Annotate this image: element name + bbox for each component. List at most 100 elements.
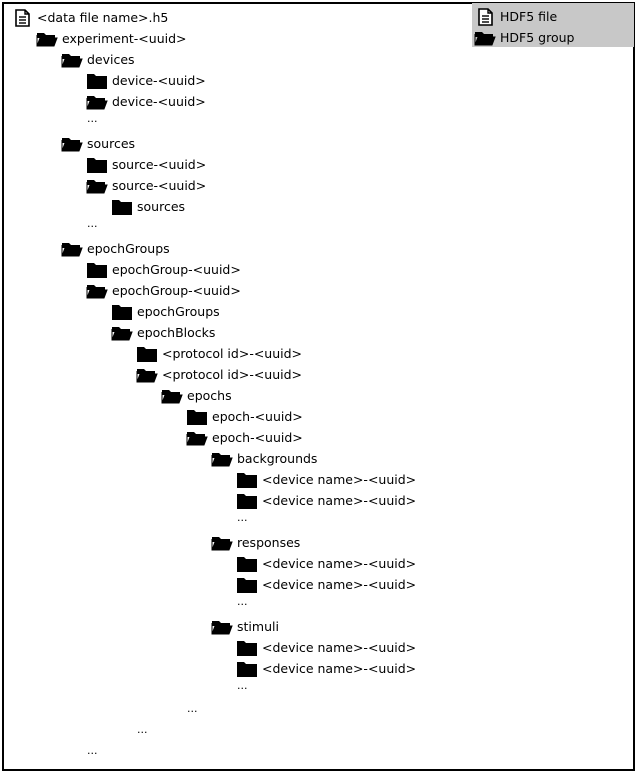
tree-node-label: epochs	[187, 388, 232, 403]
tree-node-label: epochBlocks	[137, 325, 216, 340]
folder-open-icon	[86, 282, 108, 300]
tree-node-group[interactable]: epochs	[161, 386, 232, 406]
folder-open-icon	[36, 30, 58, 48]
legend-group-label: HDF5 group	[500, 30, 575, 45]
tree-node-label: <protocol id>-<uuid>	[162, 367, 303, 382]
tree-node-label: experiment-<uuid>	[62, 31, 187, 46]
tree-node-group[interactable]: source-<uuid>	[86, 155, 206, 175]
legend-file-label: HDF5 file	[500, 9, 558, 24]
tree-node-group[interactable]: epoch-<uuid>	[186, 407, 303, 427]
folder-open-icon	[111, 324, 133, 342]
tree-node-group[interactable]: epochGroups	[61, 239, 170, 259]
folder-open-icon	[61, 240, 83, 258]
tree-node-group[interactable]: sources	[61, 134, 135, 154]
tree-node-label: epoch-<uuid>	[212, 430, 303, 445]
ellipsis-more: ...	[87, 744, 98, 757]
tree-node-label: device-<uuid>	[112, 73, 206, 88]
tree-node-label: responses	[237, 535, 301, 550]
folder-closed-icon	[136, 345, 158, 363]
tree-node-label: <device name>-<uuid>	[262, 556, 417, 571]
tree-node-group[interactable]: <device name>-<uuid>	[236, 470, 416, 490]
folder-open-icon	[86, 177, 108, 195]
tree-node-label: epoch-<uuid>	[212, 409, 303, 424]
folder-open-icon	[211, 618, 233, 636]
tree-node-group[interactable]: epochBlocks	[111, 323, 215, 343]
ellipsis-more: ...	[187, 702, 198, 715]
tree-node-label: source-<uuid>	[112, 178, 207, 193]
tree-node-label: <data file name>.h5	[37, 10, 169, 25]
folder-closed-icon	[236, 555, 258, 573]
tree-node-group[interactable]: backgrounds	[211, 449, 317, 469]
tree-node-group[interactable]: <protocol id>-<uuid>	[136, 365, 302, 385]
folder-closed-icon	[186, 408, 208, 426]
tree-node-group[interactable]: epoch-<uuid>	[186, 428, 303, 448]
tree-node-group[interactable]: stimuli	[211, 617, 279, 637]
folder-open-icon	[211, 450, 233, 468]
folder-open-icon	[86, 93, 108, 111]
folder-closed-icon	[86, 156, 108, 174]
ellipsis-more: ...	[237, 511, 248, 524]
tree-node-group[interactable]: sources	[111, 197, 185, 217]
legend-item-group: HDF5 group	[474, 28, 574, 48]
folder-closed-icon	[236, 471, 258, 489]
tree-node-group[interactable]: device-<uuid>	[86, 92, 206, 112]
folder-open-icon	[61, 135, 83, 153]
tree-node-group[interactable]: <device name>-<uuid>	[236, 638, 416, 658]
folder-closed-icon	[86, 72, 108, 90]
folder-open-icon	[474, 29, 496, 47]
folder-open-icon	[211, 534, 233, 552]
tree-node-label: epochGroup-<uuid>	[112, 283, 241, 298]
tree-node-label: <protocol id>-<uuid>	[162, 346, 303, 361]
tree-node-label: backgrounds	[237, 451, 318, 466]
tree-node-group[interactable]: epochGroup-<uuid>	[86, 281, 241, 301]
tree-node-file[interactable]: <data file name>.h5	[11, 8, 168, 28]
tree-node-group[interactable]: experiment-<uuid>	[36, 29, 187, 49]
folder-closed-icon	[236, 660, 258, 678]
folder-closed-icon	[86, 261, 108, 279]
folder-closed-icon	[111, 303, 133, 321]
folder-closed-icon	[236, 492, 258, 510]
tree-node-label: sources	[87, 136, 136, 151]
folder-closed-icon	[236, 639, 258, 657]
tree-node-label: device-<uuid>	[112, 94, 206, 109]
file-icon	[11, 9, 33, 27]
tree-node-group[interactable]: epochGroup-<uuid>	[86, 260, 241, 280]
tree-node-label: <device name>-<uuid>	[262, 472, 417, 487]
tree-node-group[interactable]: devices	[61, 50, 135, 70]
legend: HDF5 file HDF5 group	[472, 3, 634, 47]
tree-node-group[interactable]: <device name>-<uuid>	[236, 491, 416, 511]
tree-node-group[interactable]: <protocol id>-<uuid>	[136, 344, 302, 364]
ellipsis-more: ...	[237, 679, 248, 692]
tree-node-label: <device name>-<uuid>	[262, 577, 417, 592]
tree-node-label: epochGroups	[87, 241, 170, 256]
tree-node-label: epochGroups	[137, 304, 220, 319]
tree-node-group[interactable]: device-<uuid>	[86, 71, 206, 91]
folder-closed-icon	[236, 576, 258, 594]
folder-open-icon	[136, 366, 158, 384]
ellipsis-more: ...	[87, 217, 98, 230]
tree-node-label: <device name>-<uuid>	[262, 640, 417, 655]
tree-node-label: sources	[137, 199, 186, 214]
legend-item-file: HDF5 file	[474, 7, 557, 27]
tree-node-label: epochGroup-<uuid>	[112, 262, 241, 277]
tree-node-label: <device name>-<uuid>	[262, 493, 417, 508]
tree-node-label: devices	[87, 52, 135, 67]
tree-node-group[interactable]: <device name>-<uuid>	[236, 554, 416, 574]
tree-node-group[interactable]: epochGroups	[111, 302, 220, 322]
tree-node-label: source-<uuid>	[112, 157, 207, 172]
folder-open-icon	[61, 51, 83, 69]
folder-open-icon	[186, 429, 208, 447]
tree-node-group[interactable]: source-<uuid>	[86, 176, 206, 196]
ellipsis-more: ...	[87, 112, 98, 125]
tree-node-group[interactable]: <device name>-<uuid>	[236, 575, 416, 595]
file-icon	[474, 8, 496, 26]
ellipsis-more: ...	[237, 595, 248, 608]
folder-closed-icon	[111, 198, 133, 216]
tree-node-group[interactable]: responses	[211, 533, 300, 553]
folder-open-icon	[161, 387, 183, 405]
ellipsis-more: ...	[137, 723, 148, 736]
tree-node-group[interactable]: <device name>-<uuid>	[236, 659, 416, 679]
tree-node-label: <device name>-<uuid>	[262, 661, 417, 676]
tree-node-label: stimuli	[237, 619, 279, 634]
